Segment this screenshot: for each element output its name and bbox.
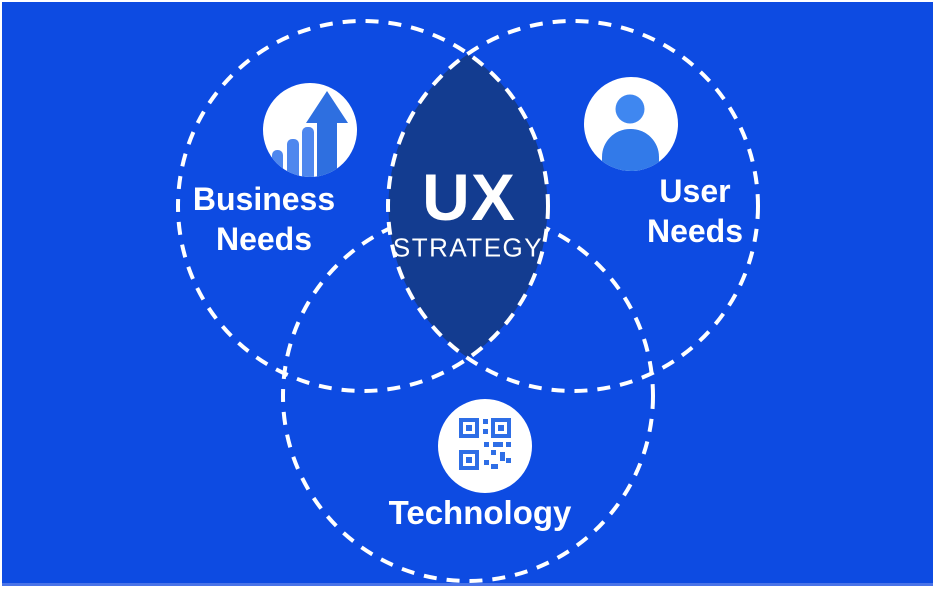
business-needs-label: Business Needs [193,179,335,259]
qr-code-icon [438,399,532,493]
business-label-line1: Business [192,181,336,217]
technology-label: Technology [388,494,572,531]
growth-chart-icon [263,83,357,177]
business-circle [176,19,550,393]
user-needs-label: User Needs [647,171,743,251]
ux-subtitle: STRATEGY [392,232,544,263]
center-lens [388,54,548,358]
user-needs-circle [386,19,760,393]
user-label-line1: User [659,173,731,209]
ux-title: UX [422,160,516,234]
technology-circle [281,209,655,583]
business-label-line2: Needs [215,221,313,257]
user-icon [584,77,678,171]
user-label-line2: Needs [646,213,744,249]
